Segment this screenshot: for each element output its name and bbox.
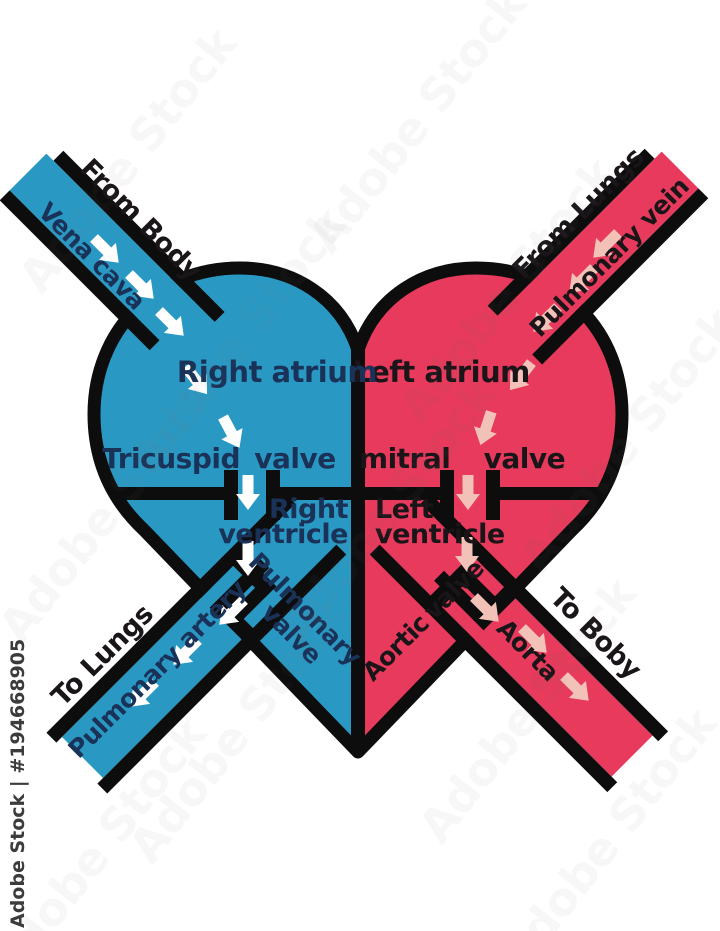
interventricular-septum-line [351, 345, 365, 754]
av-septum-line [116, 487, 224, 500]
pulmonary-vein-tube [481, 148, 709, 369]
pulmonary-vein-vessel [481, 151, 699, 369]
left-atrium-label: Left atrium [352, 355, 530, 389]
aorta-tube [369, 493, 669, 793]
right-ventricle-label: ventricle [218, 519, 348, 550]
right-ventricle-label: Right [269, 494, 349, 525]
tricuspid-valve-symbol [224, 470, 280, 520]
mitral-valve-label: mitral valve [359, 442, 565, 475]
av-septum-line [500, 487, 598, 500]
tricuspid-valve-label: Tricuspid valve [102, 442, 336, 475]
aorta-wall [420, 493, 669, 742]
av-septum-line [365, 487, 440, 500]
left-ventricle-label: ventricle [375, 519, 505, 550]
pulmonary-vein-wall [487, 148, 655, 316]
vena-cava-wall [53, 150, 225, 322]
pulmonary-vein-wall [532, 188, 709, 365]
mitral-valve-symbol [440, 470, 500, 520]
aortic-valve-symbol [421, 563, 525, 631]
right-atrium-label: Right atrium [177, 355, 377, 389]
left-ventricle-label: Left [375, 494, 434, 525]
pulmonary-artery-wall [97, 544, 347, 794]
stock-credit-watermark: Adobe Stock | #194668905 [7, 639, 29, 928]
vena-cava-wall [0, 190, 160, 351]
av-septum-line [280, 487, 351, 500]
